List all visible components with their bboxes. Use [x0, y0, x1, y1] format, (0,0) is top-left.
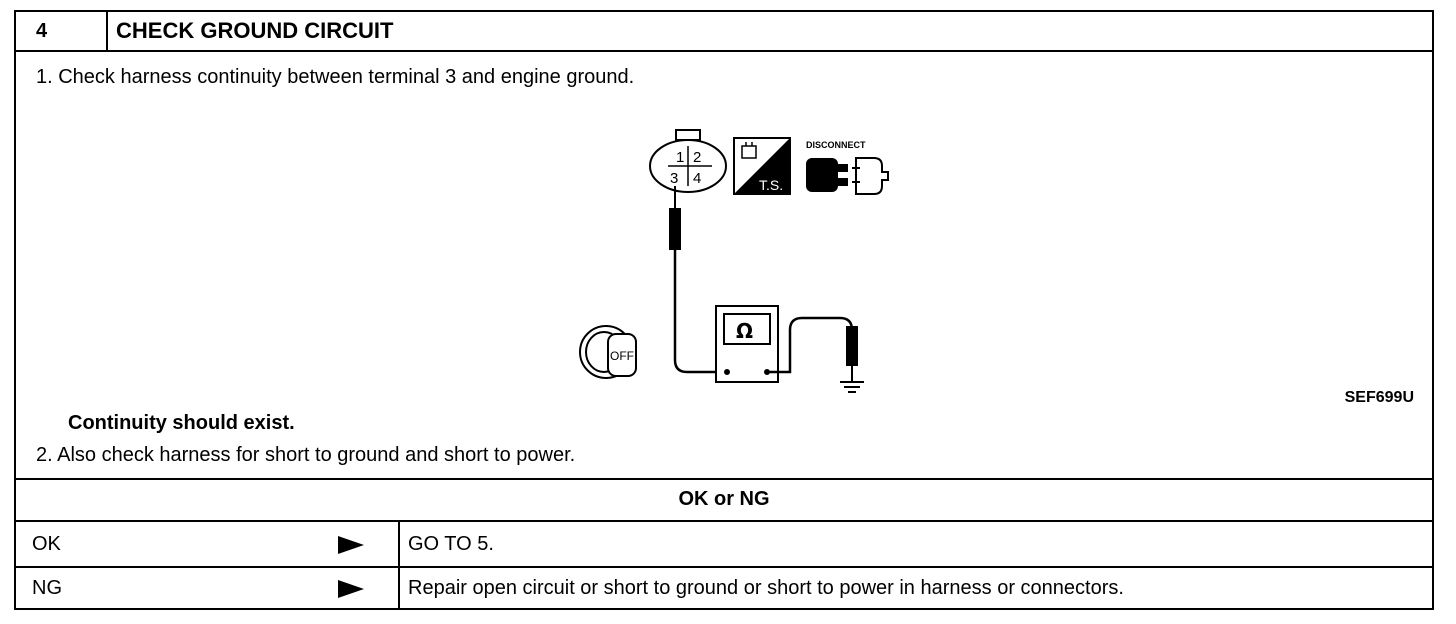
instruction-1: 1. Check harness continuity between term…: [36, 66, 635, 88]
pin-1-label: 1: [676, 149, 684, 166]
step-title: CHECK GROUND CIRCUIT: [116, 18, 394, 43]
instruction-2: 2. Also check harness for short to groun…: [36, 444, 576, 466]
column-separator: [398, 522, 400, 566]
ohmmeter-icon: Ω: [715, 305, 779, 383]
continuity-requirement: Continuity should exist.: [68, 412, 295, 434]
disconnect-icon: DISCONNECT: [806, 140, 889, 195]
figure-code: SEF699U: [1344, 389, 1414, 406]
arrow-right-icon: [338, 580, 364, 603]
probe-lead: [669, 186, 726, 374]
divider: [16, 566, 1432, 568]
pin-3-label: 3: [670, 170, 678, 187]
divider: [16, 520, 1432, 522]
arrow-right-icon: [338, 536, 364, 559]
ignition-key-icon: OFF: [579, 325, 637, 379]
result-label: OK: [32, 533, 61, 555]
ts-label: T.S.: [759, 177, 783, 193]
pin-2-label: 2: [693, 149, 701, 166]
ground-lead: [767, 316, 858, 382]
ok-ng-header: OK or NG: [678, 488, 770, 510]
test-shell-icon: T.S.: [733, 137, 791, 195]
step-number: 4: [16, 12, 108, 50]
ohm-symbol: Ω: [736, 319, 753, 343]
continuity-check-diagram: 1 2 3 4 T.S. DISCONNEC: [556, 120, 896, 405]
column-separator: [398, 566, 400, 610]
key-off-label: OFF: [610, 349, 634, 363]
pin-4-label: 4: [693, 170, 701, 187]
ground-icon: [840, 381, 864, 393]
result-row-ok: OK GO TO 5.: [16, 522, 1432, 566]
result-row-ng: NG Repair open circuit or short to groun…: [16, 566, 1432, 610]
result-action: Repair open circuit or short to ground o…: [408, 577, 1124, 599]
result-action: GO TO 5.: [408, 533, 494, 555]
diagnostic-step-sheet: 4 CHECK GROUND CIRCUIT 1. Check harness …: [14, 10, 1434, 610]
connector-icon: 1 2 3 4: [649, 129, 727, 193]
disconnect-label: DISCONNECT: [806, 140, 866, 150]
result-label: NG: [32, 577, 62, 599]
step-header: 4 CHECK GROUND CIRCUIT: [16, 12, 1432, 52]
divider: [16, 478, 1432, 480]
